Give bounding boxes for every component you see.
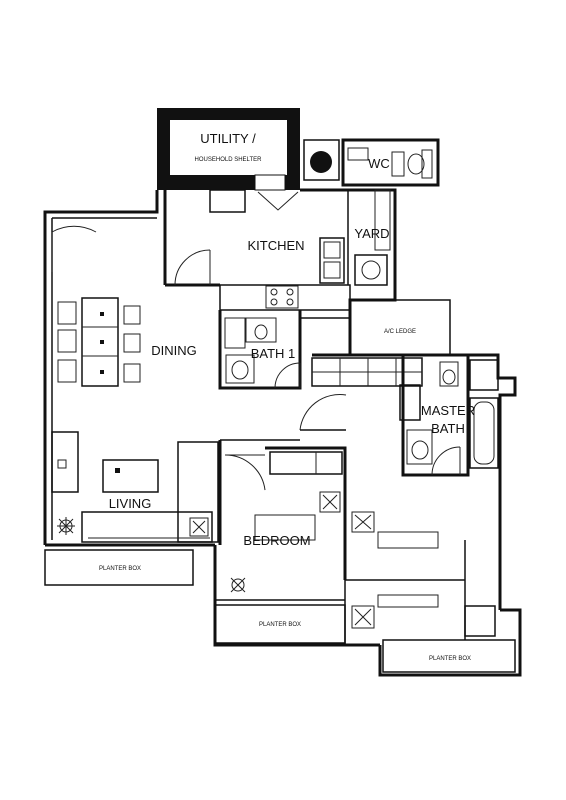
wc-label: WC [368,156,390,171]
planter-box-label-center: PLANTER BOX [259,622,301,628]
dining-label: DINING [151,343,197,358]
yard-area [354,189,391,286]
bedroom-area [215,446,347,601]
master-bath-label-line1: MASTER [421,403,475,418]
wc-room [341,138,440,187]
living-furniture [51,431,219,543]
master-bath-label-line2: BATH [431,421,465,436]
entry-door [51,225,97,272]
utility-label: UTILITY / [200,131,256,146]
utility-shelter [157,108,300,191]
master-bath [401,353,499,477]
kitchen-area [163,189,351,311]
yard-label: YARD [354,226,389,241]
planter-box-label-right: PLANTER BOX [429,656,471,662]
living-label: LIVING [109,496,152,511]
bath1-label: BATH 1 [251,346,296,361]
kitchen-label: KITCHEN [247,238,304,253]
household-shelter-label: HOUSEHOLD SHELTER [195,157,263,163]
ac-ledge-label: A/C LEDGE [384,329,416,335]
planter-boxes [44,549,516,673]
master-bedroom-area [344,480,496,645]
dining-set [57,297,141,387]
corridor [218,394,347,545]
ac-ledge [349,299,451,356]
wardrobe-strip [311,357,423,421]
planter-box-label-left: PLANTER BOX [99,566,141,572]
bedroom-label: BEDROOM [243,533,310,548]
pipe-column [303,139,340,181]
bath1-room [218,310,350,390]
